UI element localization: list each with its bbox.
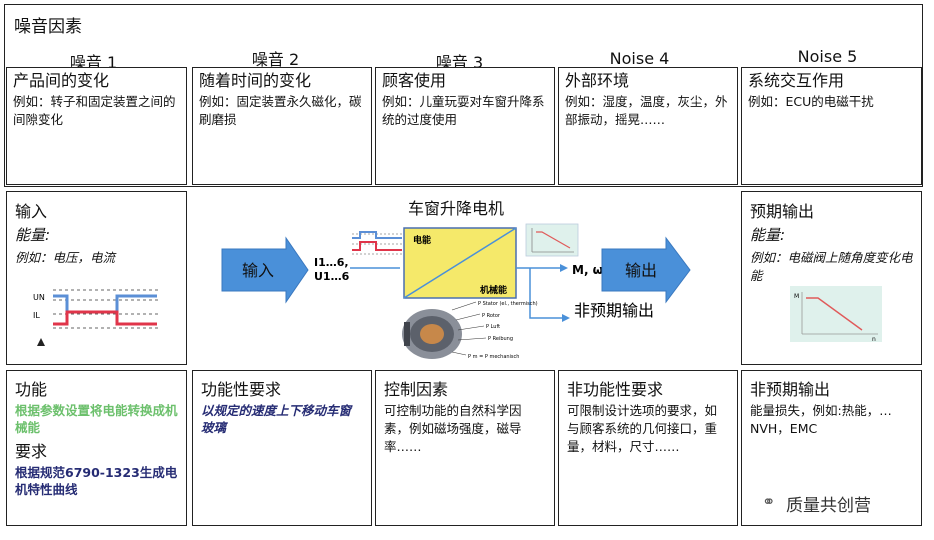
noise-box-1: 产品间的变化 例如：转子和固定装置之间的间隙变化 (6, 67, 187, 185)
input-signal-plot: UN IL (33, 289, 159, 346)
noise-box-title: 外部环境 (565, 71, 630, 90)
noise-box-desc: 例如：ECU的电磁干扰 (748, 94, 874, 109)
p-label-reibung: P Reibung (488, 336, 513, 342)
output-arrow (601, 236, 691, 304)
noise-box-title: 产品间的变化 (13, 71, 110, 90)
nonfunctional-req-desc: 可限制设计选项的要求，如与顾客系统的几何接口，重量，材料，尺寸…… (567, 403, 718, 454)
p-label-rotor: P Rotor (482, 313, 501, 319)
output-title: 预期输出 (750, 202, 815, 221)
bottom-box-function: 功能 根据参数设置将电能转换成机械能 要求 根据规范6790-1323生成电机特… (6, 370, 187, 526)
requirement-title: 要求 (15, 442, 48, 461)
unexpected-output-desc: 能量损失，例如:热能，…NVH，EMC (750, 403, 892, 436)
noise-box-desc: 例如：湿度，温度，灰尘，外部振动，摇晃…… (565, 94, 728, 127)
wechat-icon: ⚭ (762, 492, 776, 511)
input-arrow (221, 236, 309, 304)
function-desc: 根据参数设置将电能转换成机械能 (15, 403, 178, 435)
watermark-text: 质量共创营 (786, 496, 871, 516)
noise-box-5: 系统交互作用 例如：ECU的电磁干扰 (741, 67, 922, 185)
noise-box-title: 顾客使用 (382, 71, 447, 90)
output-example: 例如：电磁阀上随角度变化电能 (750, 250, 913, 283)
control-factors-desc: 可控制功能的自然科学因素，例如磁场强度，磁导率…… (384, 403, 522, 454)
noise-box-4: 外部环境 例如：湿度，温度，灰尘，外部振动，摇晃…… (558, 67, 738, 185)
functional-req-title: 功能性要求 (201, 380, 282, 399)
input-i-label: IL (33, 311, 40, 320)
input-u-label: UN (33, 293, 45, 302)
bottom-box-control-factors: 控制因素 可控制功能的自然科学因素，例如磁场强度，磁导率…… (375, 370, 555, 526)
watermark: ⚭ 质量共创营 (762, 490, 912, 516)
motor-top-label: 电能 (413, 234, 431, 246)
noise-box-desc: 例如：转子和固定装置之间的间隙变化 (13, 94, 176, 127)
motor-drawing (402, 301, 487, 359)
motor-bottom-label: 机械能 (480, 284, 507, 296)
input-energy: 能量: (15, 226, 51, 244)
requirement-desc: 根据规范6790-1323生成电机特性曲线 (15, 465, 178, 497)
functional-req-desc: 以规定的速度上下移动车窗玻璃 (201, 403, 352, 435)
noise-box-desc: 例如：儿童玩耍对车窗升降系统的过度使用 (382, 94, 545, 127)
output-energy: 能量: (750, 226, 786, 244)
bottom-box-nonfunctional-req: 非功能性要求 可限制设计选项的要求，如与顾客系统的几何接口，重量，材料，尺寸…… (558, 370, 738, 526)
input-title: 输入 (15, 202, 48, 221)
output-n-label: n (872, 336, 876, 342)
output-box: 预期输出 能量: 例如：电磁阀上随角度变化电能 M n (741, 191, 922, 365)
nonfunctional-req-title: 非功能性要求 (567, 380, 664, 399)
noise-box-2: 随着时间的变化 例如：固定装置永久磁化，碳刷磨损 (192, 67, 372, 185)
small-curve-chart (525, 223, 579, 257)
input-example: 例如：电压，电流 (15, 250, 116, 265)
p-label-luft: P Luft (486, 324, 500, 330)
noise-header-5: Noise 5 (797, 47, 858, 66)
output-m-label: M (794, 293, 799, 300)
small-signal-plot (352, 231, 402, 255)
p-label-mechanisch: P m = P mechanisch (468, 354, 519, 360)
center-diagram: 输入 I1…6, U1…6 电能 机械能 M, ω 非预期输出 输出 (221, 223, 691, 360)
output-arrow-label: 输出 (625, 261, 657, 280)
unexpected-output-title: 非预期输出 (750, 380, 831, 399)
unexpected-output-label: 非预期输出 (574, 301, 654, 320)
m-omega-label: M, ω (572, 263, 603, 277)
control-factors-title: 控制因素 (384, 380, 449, 399)
noise-box-desc: 例如：固定装置永久磁化，碳刷磨损 (199, 94, 362, 127)
p-label-stator: P Stator (el., thermisch) (478, 301, 538, 307)
input-box: 输入 能量: 例如：电压，电流 UN IL (6, 191, 187, 365)
frame-title: 噪音因素 (14, 17, 82, 37)
i-label: I1…6, (314, 256, 349, 269)
center-title: 车窗升降电机 (408, 199, 505, 218)
noise-header-2: 噪音 2 (251, 50, 300, 69)
function-title: 功能 (15, 380, 48, 399)
noise-header-4: Noise 4 (609, 49, 670, 68)
noise-box-title: 随着时间的变化 (199, 71, 312, 90)
u-label: U1…6 (314, 270, 350, 283)
bottom-box-functional-req: 功能性要求 以规定的速度上下移动车窗玻璃 (192, 370, 372, 526)
output-curve-chart: M n (790, 286, 882, 342)
noise-box-title: 系统交互作用 (748, 71, 845, 90)
input-arrow-label: 输入 (242, 261, 274, 280)
noise-box-3: 顾客使用 例如：儿童玩耍对车窗升降系统的过度使用 (375, 67, 555, 185)
